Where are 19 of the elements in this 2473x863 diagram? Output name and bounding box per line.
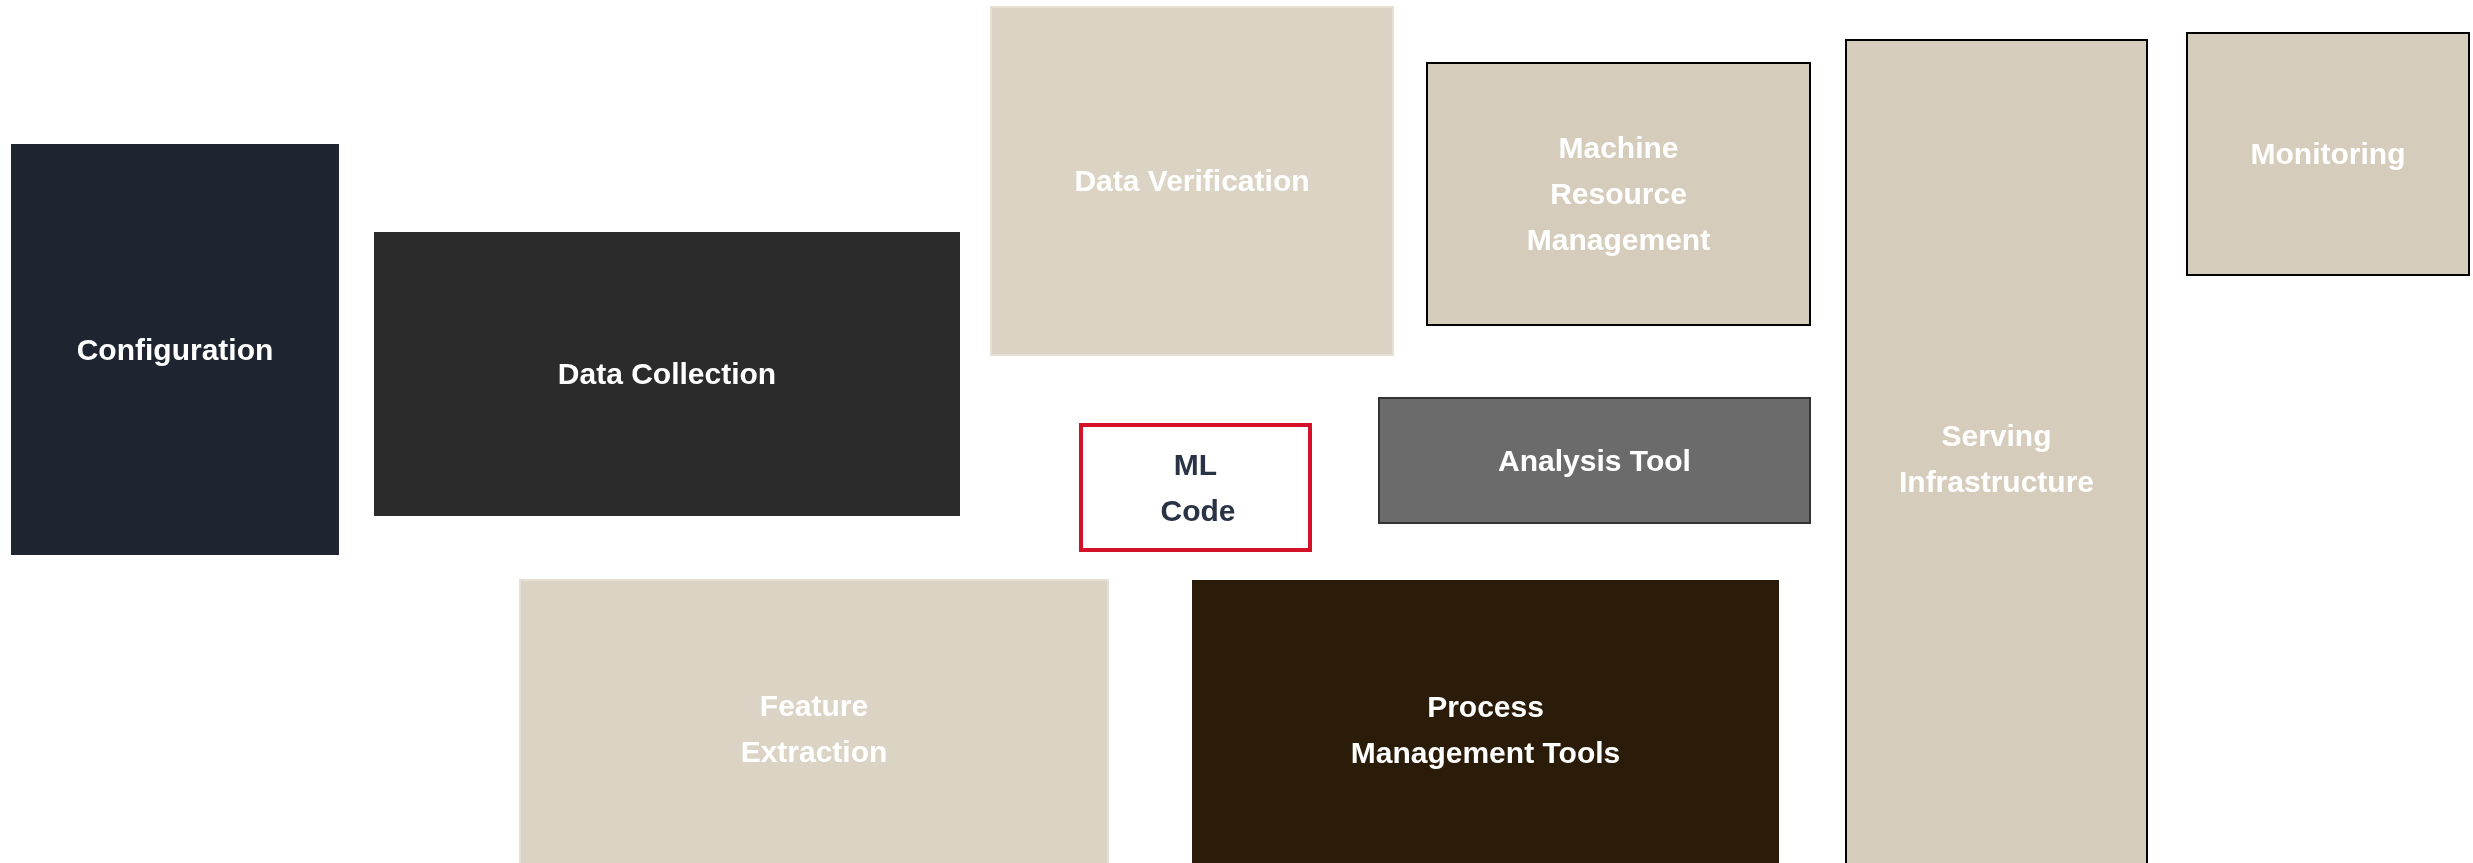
component-box xyxy=(1079,423,1312,552)
box-label: Data Verification xyxy=(1074,163,1310,199)
box-label: Feature Extraction xyxy=(739,688,889,770)
box-label: Process Management Tools xyxy=(1349,689,1622,771)
component-box xyxy=(519,579,1109,863)
component-box xyxy=(1426,62,1811,326)
box-label: Monitoring xyxy=(2250,136,2406,172)
component-box xyxy=(1378,397,1811,524)
component-box xyxy=(11,144,339,555)
box-label: Configuration xyxy=(76,331,274,368)
box-label: Serving Infrastructure xyxy=(1897,418,2095,500)
component-box xyxy=(2186,32,2470,276)
component-box xyxy=(1845,39,2148,863)
box-label: Data Collection xyxy=(557,356,777,392)
component-box xyxy=(990,6,1394,356)
box-label: Analysis Tool xyxy=(1498,442,1691,479)
component-box xyxy=(374,232,960,516)
box-label: Machine Resource Management xyxy=(1525,130,1712,258)
component-box xyxy=(1192,580,1779,863)
